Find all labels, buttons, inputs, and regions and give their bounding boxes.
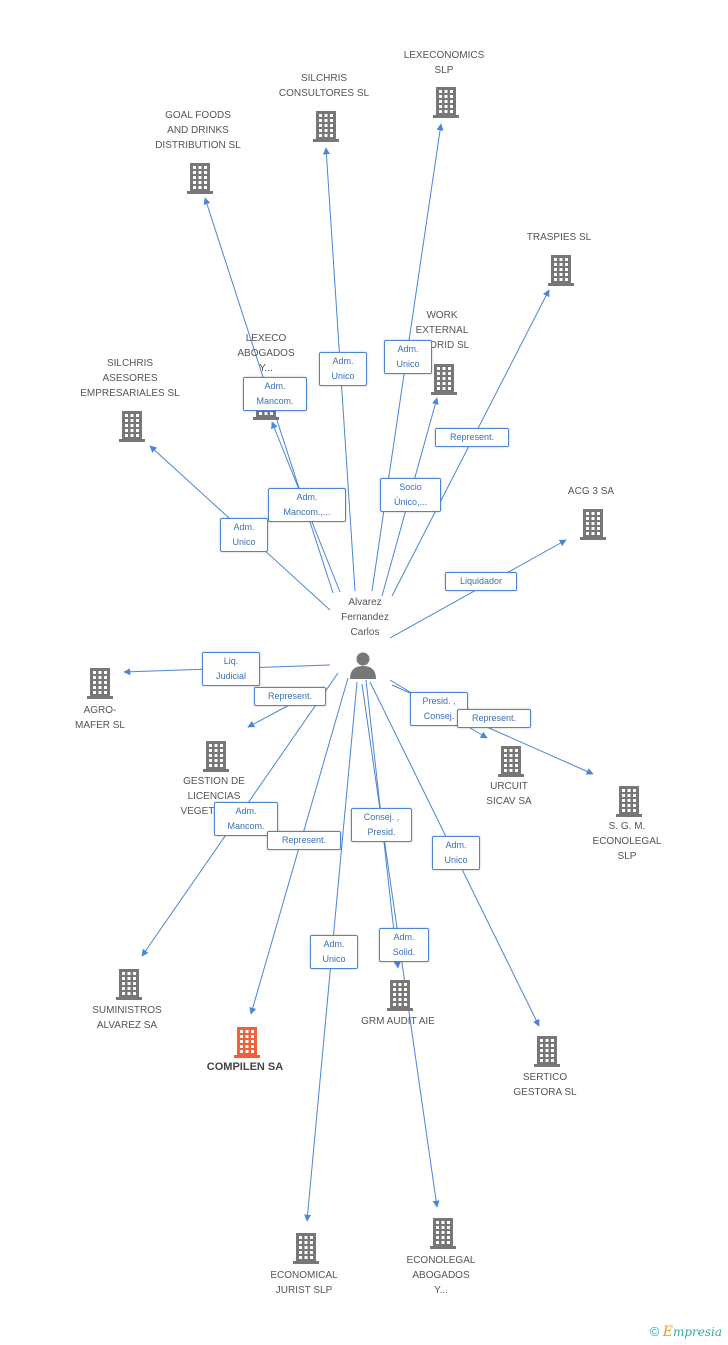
company-label[interactable]: SILCHRIS ASESORES EMPRESARIALES SL bbox=[80, 358, 180, 399]
relation-label: Liquidador bbox=[445, 572, 517, 591]
relation-label: Liq. Judicial bbox=[202, 652, 260, 686]
relation-label: Adm. Solid. bbox=[379, 928, 429, 962]
building-icon[interactable] bbox=[203, 741, 229, 772]
company-label[interactable]: AGRO- MAFER SL bbox=[74, 705, 125, 731]
relation-label: Adm. Mancom. bbox=[214, 802, 278, 836]
company-label[interactable]: ACG 3 SA bbox=[567, 486, 615, 497]
company-label[interactable]: ECONOLEGAL ABOGADOS Y... bbox=[406, 1255, 476, 1296]
company-label[interactable]: S. G. M. ECONOLEGAL SLP bbox=[592, 821, 662, 862]
relation-label: Socio Único,... bbox=[380, 478, 441, 512]
building-icon[interactable] bbox=[580, 509, 606, 540]
building-icon[interactable] bbox=[313, 111, 339, 142]
building-icon[interactable] bbox=[431, 364, 457, 395]
relation-label: Represent. bbox=[457, 709, 531, 728]
building-icon[interactable] bbox=[433, 87, 459, 118]
building-icon[interactable] bbox=[548, 255, 574, 286]
building-icon[interactable] bbox=[119, 411, 145, 442]
center-node-label: Alvarez Fernandez Carlos bbox=[341, 597, 389, 638]
company-label[interactable]: SERTICO GESTORA SL bbox=[513, 1072, 577, 1098]
company-label[interactable]: GOAL FOODS AND DRINKS DISTRIBUTION SL bbox=[155, 110, 241, 151]
relation-label: Adm. Unico bbox=[310, 935, 358, 969]
company-label[interactable]: COMPILEN SA bbox=[206, 1061, 284, 1073]
relation-label: Adm. Unico bbox=[319, 352, 367, 386]
company-label[interactable]: SUMINISTROS ALVAREZ SA bbox=[92, 1005, 162, 1031]
relation-label: Consej. , Presid. bbox=[351, 808, 412, 842]
relation-label: Adm. Mancom. bbox=[243, 377, 307, 411]
building-icon[interactable] bbox=[116, 969, 142, 1000]
company-label[interactable]: LEXECO ABOGADOS Y... bbox=[237, 333, 295, 374]
brand-name: mpresia bbox=[672, 1325, 722, 1339]
company-label[interactable]: GRM AUDIT AIE bbox=[361, 1016, 435, 1027]
building-icon[interactable] bbox=[187, 163, 213, 194]
person-icon bbox=[350, 652, 376, 679]
building-icon[interactable] bbox=[293, 1233, 319, 1264]
company-label[interactable]: WORK EXTERNAL MADRID SL bbox=[414, 310, 470, 351]
building-icon[interactable] bbox=[534, 1036, 560, 1067]
building-icon[interactable] bbox=[498, 746, 524, 777]
relation-label: Represent. bbox=[267, 831, 341, 850]
building-icon[interactable] bbox=[234, 1027, 260, 1058]
company-label[interactable]: ECONOMICAL JURIST SLP bbox=[270, 1270, 338, 1296]
building-icon[interactable] bbox=[87, 668, 113, 699]
building-icon[interactable] bbox=[430, 1218, 456, 1249]
copyright-symbol: © bbox=[649, 1324, 660, 1339]
brand-initial: E bbox=[662, 1324, 673, 1340]
brand-logo: © Empresia bbox=[650, 1324, 722, 1340]
relation-label: Adm. Unico bbox=[220, 518, 268, 552]
relation-label: Adm. Mancom.,... bbox=[268, 488, 346, 522]
relation-label: Represent. bbox=[254, 687, 326, 706]
building-icon[interactable] bbox=[616, 786, 642, 817]
company-label[interactable]: LEXECONOMICS SLP bbox=[403, 50, 485, 76]
company-label[interactable]: SILCHRIS CONSULTORES SL bbox=[278, 73, 370, 99]
relation-label: Adm. Unico bbox=[384, 340, 432, 374]
relation-label: Represent. bbox=[435, 428, 509, 447]
relation-label: Adm. Unico bbox=[432, 836, 480, 870]
company-label[interactable]: TRASPIES SL bbox=[526, 232, 592, 243]
building-icon[interactable] bbox=[387, 980, 413, 1011]
company-label[interactable]: URCUIT SICAV SA bbox=[486, 781, 532, 807]
